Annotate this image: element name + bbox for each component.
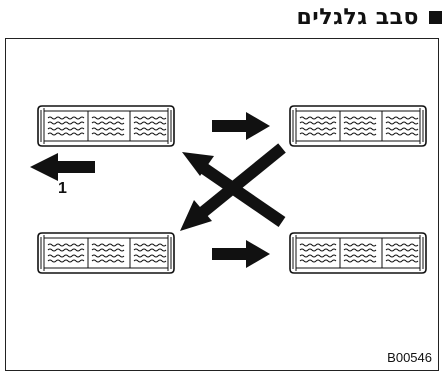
tire-rear-left — [37, 232, 175, 274]
tire-front-left — [37, 105, 175, 147]
heading-title: סבב גלגלים — [296, 4, 419, 30]
tire-rear-right — [289, 232, 427, 274]
direction-arrow-icon — [30, 153, 95, 181]
direction-callout-label: 1 — [58, 180, 67, 197]
diagram-frame — [5, 38, 439, 371]
right-arrow-top-icon — [212, 112, 270, 140]
cross-arrows-icon — [180, 143, 286, 231]
section-heading: סבב גלגלים — [296, 2, 442, 32]
tire-front-right — [289, 105, 427, 147]
bullet-square-icon — [429, 10, 442, 24]
figure-code: B00546 — [387, 350, 432, 365]
right-arrow-bottom-icon — [212, 240, 270, 268]
